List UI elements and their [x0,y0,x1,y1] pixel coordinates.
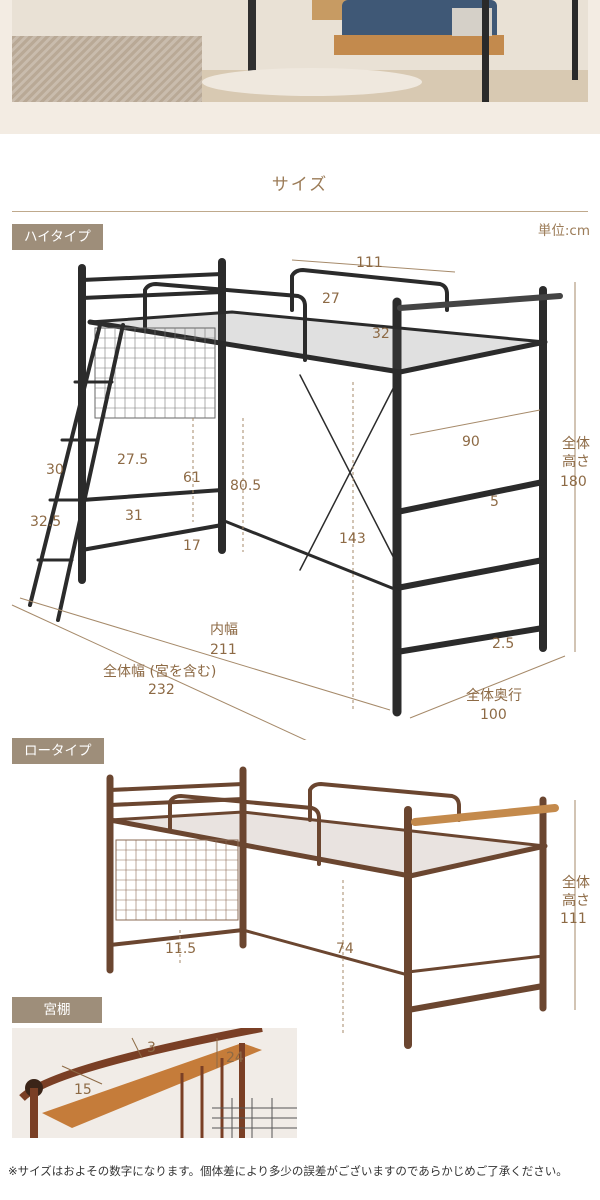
dim-low-height-label-1: 全体 [562,874,590,891]
dim-low-total-height: 111 [560,911,587,927]
dim-total-height: 180 [560,474,587,490]
dim-shelf-90: 90 [462,434,480,450]
dim-inner-width-label: 内幅 [210,622,238,638]
room-photo-illustration [12,0,588,102]
high-type-tag: ハイタイプ [12,224,103,250]
low-dimension-labels: 11.5 74 全体 高さ 111 [165,874,590,957]
dim-clear-143: 143 [339,531,366,547]
dim-gap-17: 17 [183,538,201,554]
low-bed-frame [106,766,559,1049]
dim-total-height-label-1: 全体 [562,435,590,452]
dim-shelf-3: 3 [147,1040,156,1056]
shelf-tag: 宮棚 [12,997,102,1023]
unit-label: 単位:cm [537,223,590,239]
dim-total-depth: 100 [480,707,507,723]
high-dimension-labels: 111 27 32 90 全体 高さ 180 30 32.5 27.5 31 6… [30,255,590,723]
low-type-diagram: 11.5 74 全体 高さ 111 [106,766,590,1049]
dim-shelf-15: 15 [74,1082,92,1098]
dim-gap-61: 61 [183,470,201,486]
dim-rung-31: 31 [125,508,143,524]
dim-total-width-label: 全体幅 (宮を含む) [103,663,216,680]
high-type-diagram: 111 27 32 90 全体 高さ 180 30 32.5 27.5 31 6… [11,255,590,740]
room-photo [12,0,588,102]
hero-band [0,0,600,134]
dim-bar-5: 5 [490,494,499,510]
dim-clear-80-5: 80.5 [230,478,261,494]
dim-clear-74: 74 [336,941,354,957]
dim-top-width: 111 [356,255,383,271]
section-divider [12,211,588,212]
footnote: ※サイズはおよその数字になります。個体差により多少の誤差がございますのであらかじ… [8,1164,568,1178]
hero-stripe-block [12,36,202,102]
dim-low-height-label-2: 高さ [562,892,590,909]
dim-bar-2-5: 2.5 [492,636,514,652]
dim-ladder-32-5: 32.5 [30,514,61,530]
shelf-detail-illustration: 15 3 24 [12,1028,297,1138]
dim-gap-11-5: 11.5 [165,941,196,957]
dim-ladder-30: 30 [46,462,64,478]
shelf-detail-photo: 15 3 24 [12,1028,297,1138]
high-dimension-lines [11,259,576,740]
dim-total-width: 232 [148,682,175,698]
low-type-tag: ロータイプ [12,738,104,764]
low-dimension-lines [179,800,576,1036]
dim-guard-27: 27 [322,291,340,307]
high-bed-frame [28,258,563,717]
dim-total-height-label-2: 高さ [562,453,590,470]
dim-rung-27-5: 27.5 [117,452,148,468]
section-title: サイズ [271,175,329,195]
dim-inner-width: 211 [210,642,237,658]
dim-guard-32: 32 [372,326,390,342]
dim-shelf-24: 24 [226,1050,244,1066]
dim-total-depth-label: 全体奥行 [466,687,522,704]
